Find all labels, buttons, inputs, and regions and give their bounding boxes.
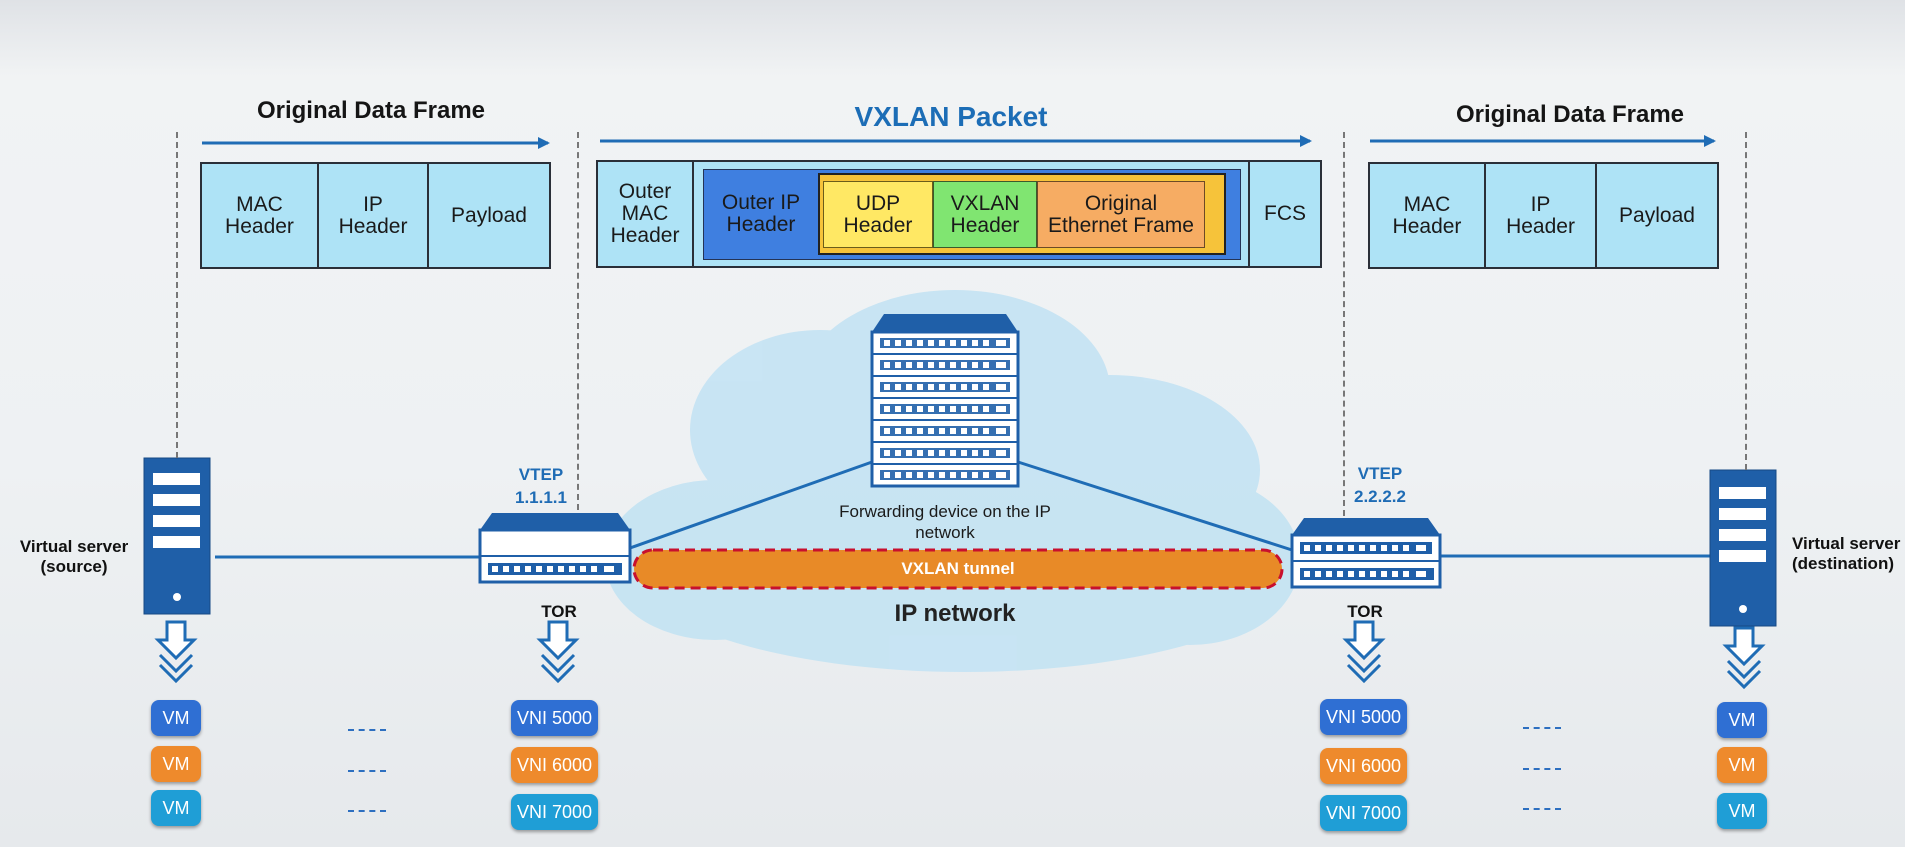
vm-pill-right-3: VM bbox=[1717, 793, 1767, 829]
vxlan-packet-title: VXLAN Packet bbox=[854, 101, 1048, 132]
vni-pill-right-6000: VNI 6000 bbox=[1320, 748, 1407, 784]
vni-pill-left-7000: VNI 7000 bbox=[511, 794, 598, 830]
original-ethernet-frame-cell: Original Ethernet Frame bbox=[1037, 181, 1205, 248]
destination-server-label: Virtual server (destination) bbox=[1792, 534, 1901, 573]
vxlan-tunnel-shape bbox=[632, 548, 1284, 590]
right-tor-label: TOR bbox=[1347, 602, 1383, 621]
left-payload-cell: Payload bbox=[429, 162, 551, 269]
vm-pill-left-3: VM bbox=[151, 790, 201, 826]
forwarding-device-label: Forwarding device on the IP network bbox=[839, 502, 1051, 542]
udp-header-cell: UDP Header bbox=[823, 181, 933, 248]
virtual-server-source-icon bbox=[143, 457, 211, 615]
right-payload-cell: Payload bbox=[1597, 162, 1719, 269]
left-vtep-ip: 1.1.1.1 bbox=[515, 488, 567, 507]
left-mac-header-cell: MAC Header bbox=[200, 162, 319, 269]
left-vtep-title: VTEP bbox=[518, 465, 564, 484]
vni-pill-right-5000: VNI 5000 bbox=[1320, 699, 1407, 735]
vxlan-header-cell: VXLAN Header bbox=[933, 181, 1037, 248]
vm-pill-left-2: VM bbox=[151, 746, 201, 782]
outer-mac-header-cell: Outer MAC Header bbox=[596, 160, 694, 268]
ellipsis-right-2 bbox=[1523, 768, 1561, 770]
vxlan-tunnel-label: VXLAN tunnel bbox=[901, 559, 1015, 578]
ellipsis-right-1 bbox=[1523, 727, 1561, 729]
vm-pill-right-1: VM bbox=[1717, 702, 1767, 738]
right-frame-title: Original Data Frame bbox=[1455, 101, 1685, 128]
ellipsis-left-1 bbox=[348, 729, 386, 731]
down-arrow-icons bbox=[154, 620, 1766, 690]
link-left-tor-forwarder bbox=[629, 460, 873, 550]
left-tor-label: TOR bbox=[541, 602, 577, 621]
vni-pill-left-6000: VNI 6000 bbox=[511, 747, 598, 783]
ip-network-label: IP network bbox=[894, 600, 1016, 627]
right-vtep-title: VTEP bbox=[1357, 464, 1403, 483]
guide-line-source bbox=[176, 132, 178, 458]
virtual-server-destination-icon bbox=[1709, 469, 1777, 627]
guide-line-right-vtep bbox=[1343, 132, 1345, 516]
link-forwarder-right-tor bbox=[1017, 460, 1293, 552]
right-mac-header-cell: MAC Header bbox=[1368, 162, 1486, 269]
left-frame-title: Original Data Frame bbox=[256, 97, 486, 124]
right-ip-header-cell: IP Header bbox=[1486, 162, 1597, 269]
vni-pill-left-5000: VNI 5000 bbox=[511, 700, 598, 736]
right-vtep-ip: 2.2.2.2 bbox=[1354, 487, 1406, 506]
fcs-cell: FCS bbox=[1250, 160, 1322, 268]
guide-line-destination bbox=[1745, 132, 1747, 470]
ellipsis-right-3 bbox=[1523, 808, 1561, 810]
ellipsis-left-3 bbox=[348, 810, 386, 812]
source-server-label: Virtual server (source) bbox=[19, 537, 129, 576]
outer-ip-header-label: Outer IP Header bbox=[721, 191, 801, 236]
vm-pill-left-1: VM bbox=[151, 700, 201, 736]
guide-line-left-vtep bbox=[577, 132, 579, 510]
left-ip-header-cell: IP Header bbox=[319, 162, 429, 269]
vm-pill-right-2: VM bbox=[1717, 747, 1767, 783]
forwarding-device-icon bbox=[870, 314, 1020, 488]
ellipsis-left-2 bbox=[348, 770, 386, 772]
vni-pill-right-7000: VNI 7000 bbox=[1320, 795, 1407, 831]
